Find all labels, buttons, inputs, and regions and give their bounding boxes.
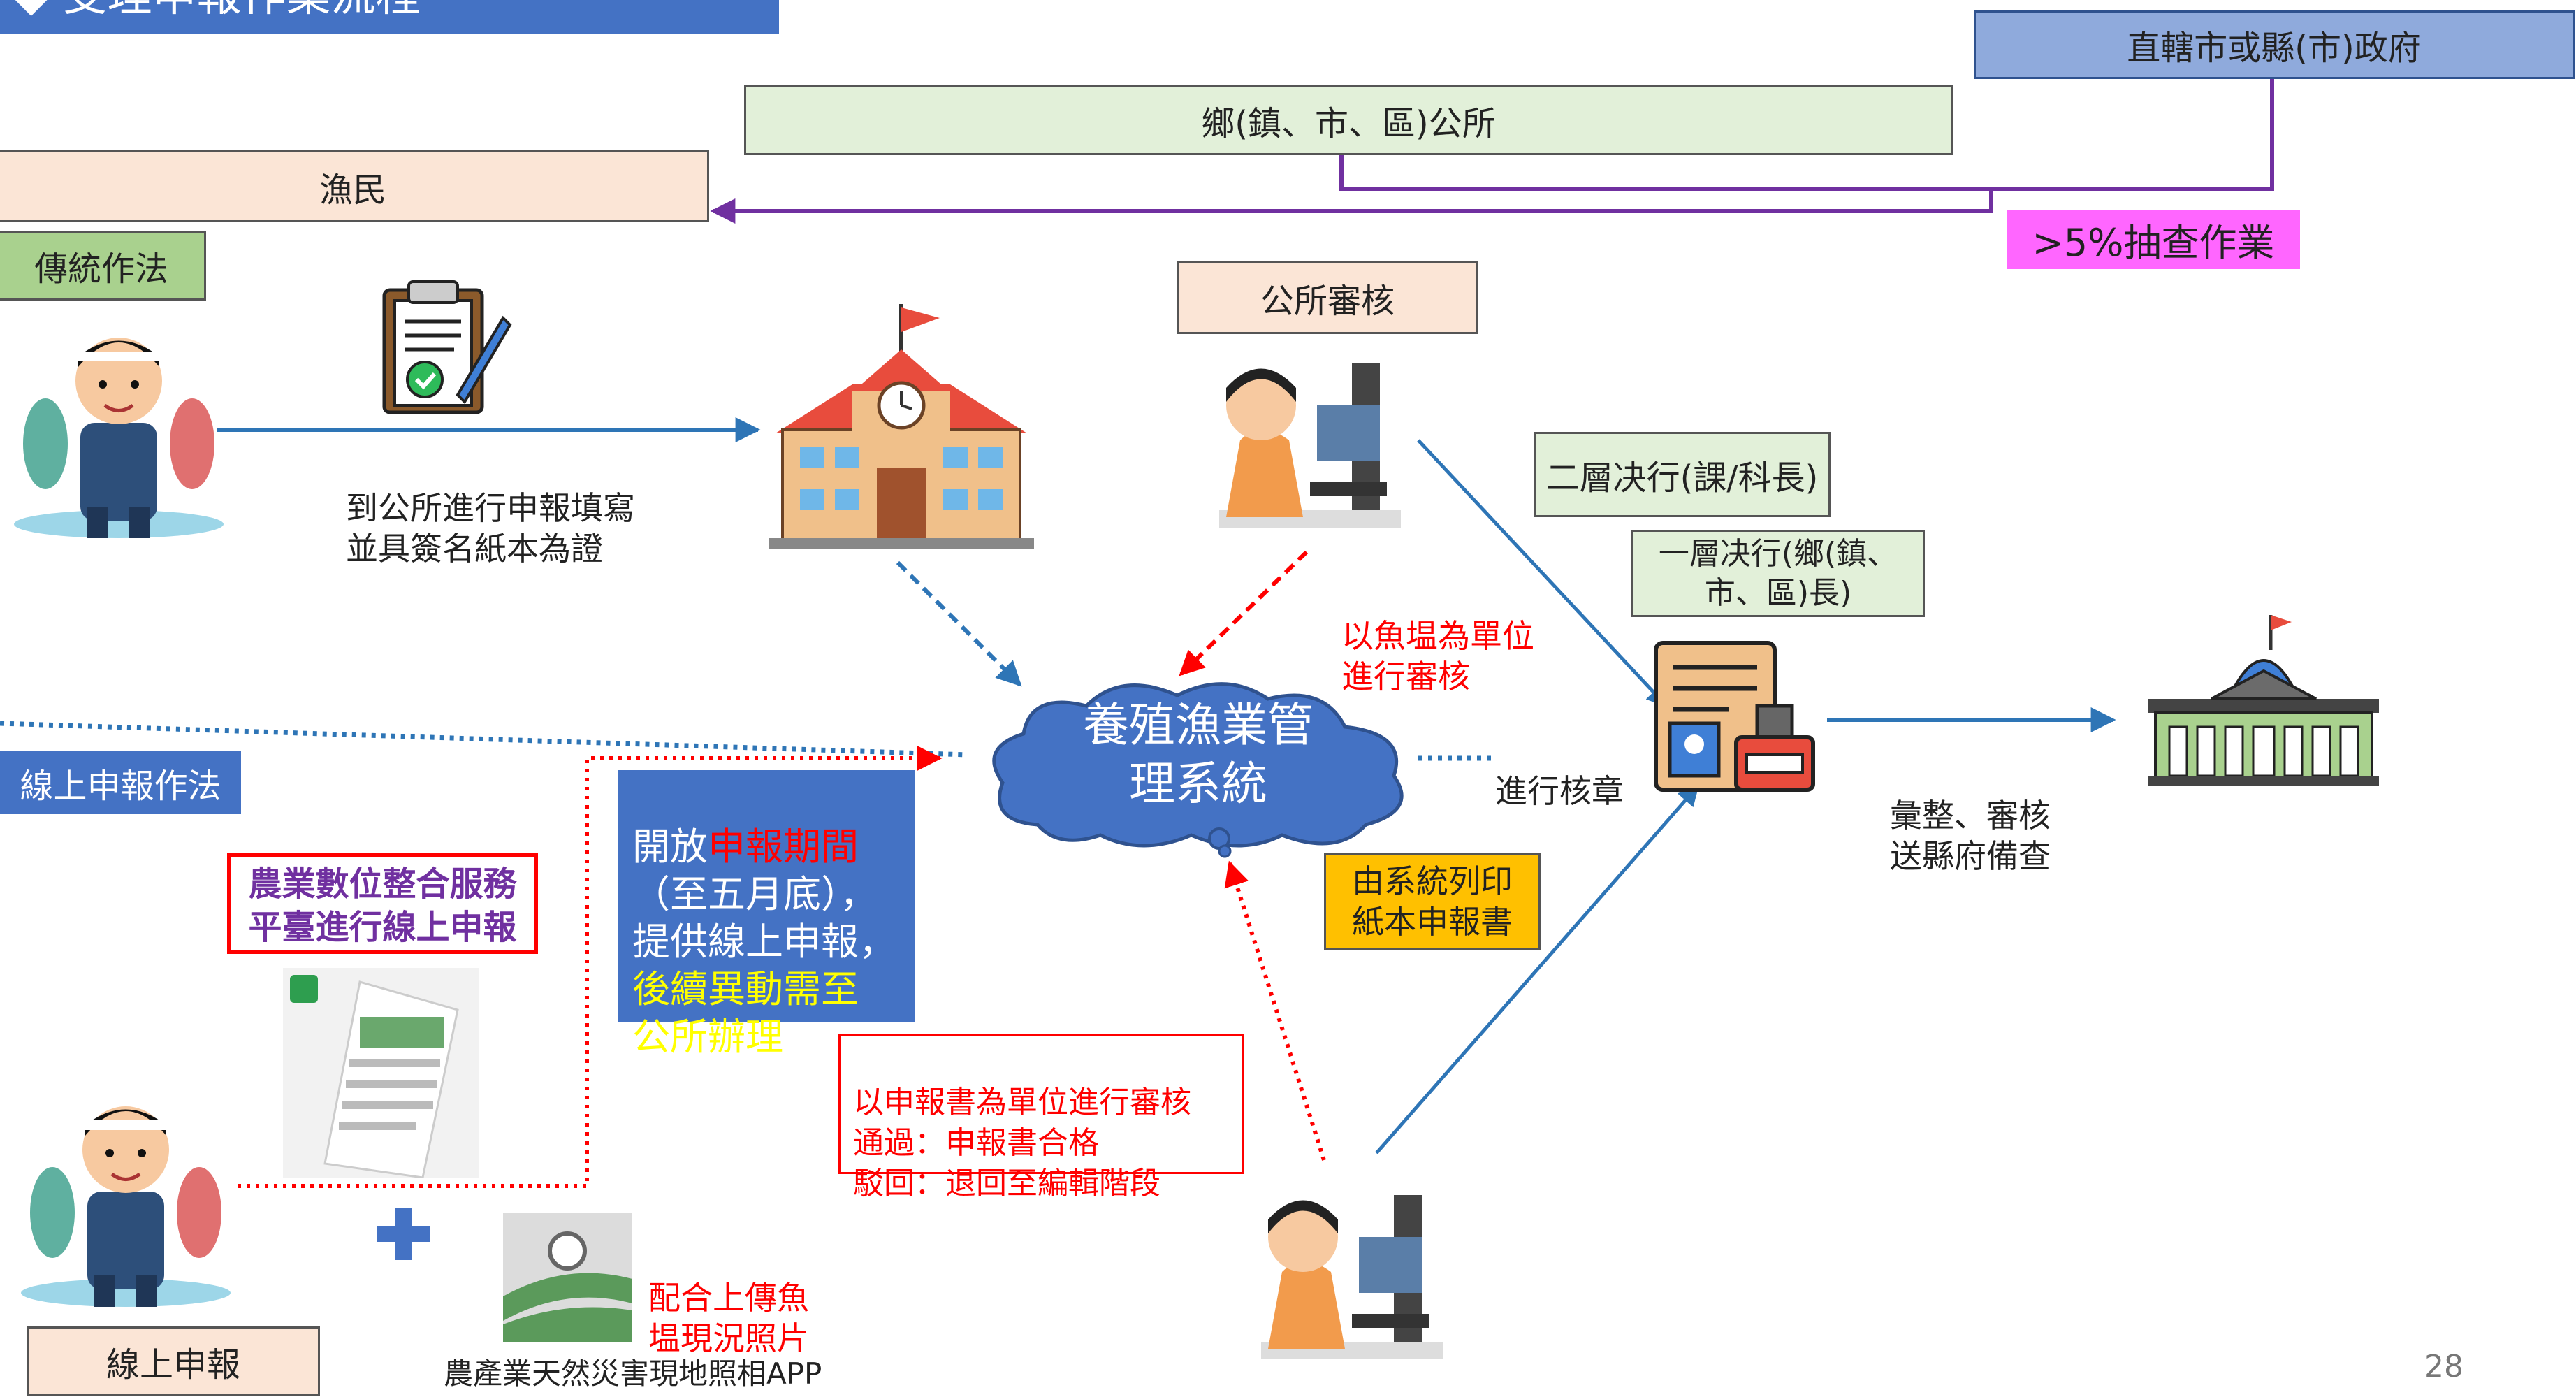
notice-part5: 。: [783, 1015, 821, 1059]
office-to-system-arrow: [896, 560, 1022, 687]
bottom-reviewer-to-system-arrow: [1224, 860, 1326, 1161]
paper-form-label: 到公所進行申報填寫 並具簽名紙本為證: [346, 489, 635, 567]
plus-icon: [377, 1208, 430, 1260]
upload-photos-label: 配合上傳魚 塭現況照片: [648, 1279, 809, 1357]
online-fisherman-illustration: [21, 1080, 231, 1310]
gov-to-fishermen-line: [1339, 73, 2274, 191]
stamp-document-icon: [1652, 639, 1834, 800]
fishermen-box: 漁民: [0, 150, 709, 222]
platform-line1: 農業數位整合服務: [248, 864, 517, 904]
municipal-gov-box: 直轄市或縣(市)政府: [1974, 10, 2575, 79]
reviewer-to-system-arrow: [1179, 550, 1309, 676]
notice-change-highlight: 後續異動需至 公所辦理: [632, 967, 859, 1059]
digital-platform-box: 農業數位整合服務 平臺進行線上申報: [227, 853, 538, 954]
system-name: 養殖漁業管 理系統: [1083, 698, 1314, 811]
fisherman-illustration: [14, 311, 224, 542]
office-review-box: 公所審核: [1177, 261, 1478, 334]
office-reviewer-illustration: [1205, 349, 1415, 538]
platform-line2: 平臺進行線上申報: [248, 908, 517, 947]
approval-level1-box: 一層决行(鄉(鎮、 市、區)長): [1631, 530, 1925, 617]
notice-part1: 開放: [632, 825, 708, 869]
reviewer-to-stamp-arrow: [1417, 439, 1668, 708]
stamp-label: 進行核章: [1495, 772, 1624, 810]
online-report-box: 線上申報: [27, 1326, 320, 1396]
bottom-reviewer-to-stamp-arrow: [1375, 784, 1699, 1154]
app-name-label: 農產業天然災害現地照相APP: [444, 1356, 822, 1391]
disaster-photo-app-icon: [503, 1213, 632, 1342]
bottom-reviewer-illustration: [1247, 1174, 1457, 1370]
spot-check-box: >5%抽查作業: [2007, 210, 2300, 269]
system-print-box: 由系統列印 紙本申報書: [1324, 853, 1541, 950]
aquaculture-system-cloud: 養殖漁業管 理系統: [975, 671, 1422, 860]
notice-part3: （至五月底）， 提供線上申報，: [632, 872, 896, 964]
pond-unit-review-label: 以魚塭為單位 進行審核: [1341, 617, 1534, 695]
online-red-dotted-arrow: [238, 746, 943, 1188]
compile-label: 彙整、審核 送縣府備查: [1890, 797, 2051, 875]
office-to-fishermen-arrow: [710, 189, 1993, 224]
online-dotted-line: [0, 721, 968, 758]
notice-period-highlight: 申報期間: [708, 825, 859, 869]
township-office-box: 鄉(鎮、市、區)公所: [744, 85, 1953, 155]
page-number: 28: [2424, 1349, 2464, 1384]
form-clipboard-icon: [377, 276, 517, 416]
platform-app-phone-image: [283, 968, 479, 1179]
approval-level2-box: 二層决行(課/科長): [1534, 432, 1831, 517]
reporting-period-notice: 開放申報期間 （至五月底）， 提供線上申報， 後續異動需至 公所辦理。: [618, 770, 915, 1059]
traditional-method-box: 傳統作法: [0, 231, 206, 301]
county-government-building-icon: [2141, 608, 2386, 790]
township-office-building-icon: [762, 301, 1041, 552]
online-method-box: 線上申報作法: [0, 751, 241, 814]
page-title: ◆ 受理申報作業流程: [0, 0, 779, 34]
report-unit-review-box: 以申報書為單位進行審核 通過：申報書合格 駁回：退回至編輯階段: [838, 1034, 1244, 1201]
